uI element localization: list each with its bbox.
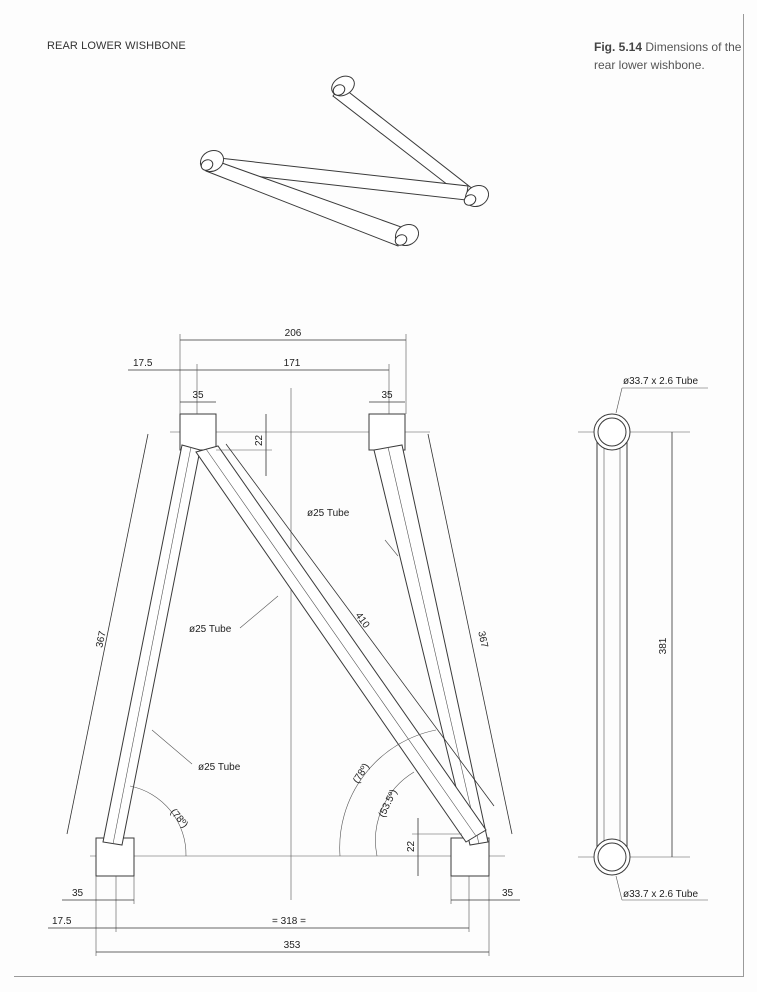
dim-text-bottom-right-35: 35: [502, 888, 514, 899]
dim-text-353: 353: [284, 940, 301, 951]
tube-label-2: ø25 Tube: [189, 624, 232, 635]
right-arm-inner-line: [387, 446, 480, 845]
side-tube-label-top: ø33.7 x 2.6 Tube: [623, 376, 698, 387]
leader-tube-1: [384, 539, 399, 557]
perspective-bush-right-hole: [463, 194, 477, 206]
perspective-bush-top-hole: [332, 84, 346, 96]
side-view: 381 ø33.7 x 2.6 Tube ø33.7 x 2.6 Tube: [578, 376, 708, 901]
side-tube-label-bottom: ø33.7 x 2.6 Tube: [623, 889, 698, 900]
leader-side-bottom: [615, 875, 623, 901]
bush-bottom-left: [95, 837, 135, 877]
figure-caption: Fig. 5.14 Dimensions of the rear lower w…: [594, 38, 744, 74]
angle-arc-right-inner: [375, 771, 415, 857]
angle-text-left: (78º): [168, 807, 190, 830]
perspective-bush-left-hole: [200, 159, 214, 171]
dim-text-bottom-17-5: 17.5: [52, 916, 72, 927]
dim-text-top-left-35: 35: [192, 390, 204, 401]
dim-text-171: 171: [284, 358, 301, 369]
dim-text-381: 381: [658, 637, 669, 654]
dim-text-206: 206: [285, 328, 302, 339]
tube-label-3: ø25 Tube: [198, 762, 241, 773]
dim-text-top-right-35: 35: [381, 390, 393, 401]
side-bush-top-inner: [597, 417, 627, 447]
plan-view: 206 171 17.5 35 35 22 367 367 410: [48, 328, 520, 956]
dim-text-left-367: 367: [94, 630, 108, 649]
section-title: REAR LOWER WISHBONE: [47, 40, 186, 52]
dim-text-top-22: 22: [254, 434, 265, 446]
angle-arc-right-outer: [339, 729, 437, 857]
left-arm-tube: [102, 444, 201, 846]
leader-tube-2: [239, 595, 279, 629]
dim-text-318: = 318 =: [272, 916, 306, 927]
angle-text-right-outer: (78º): [351, 762, 372, 786]
dim-text-top-17-5: 17.5: [133, 358, 153, 369]
angle-text-right-inner: (53.5º): [377, 788, 400, 820]
perspective-bush-bottom-hole: [394, 234, 408, 246]
tube-label-1: ø25 Tube: [307, 508, 350, 519]
dim-line-left-367: [66, 433, 149, 835]
leader-tube-3: [151, 729, 193, 765]
perspective-view: [199, 75, 490, 247]
dim-text-410: 410: [353, 611, 372, 631]
dim-line-410: [225, 443, 495, 807]
bush-top-left: [179, 413, 217, 451]
leader-side-top: [615, 387, 623, 414]
dim-text-right-367: 367: [475, 630, 489, 649]
right-arm-tube: [373, 444, 489, 846]
diagonal-inner-line: [205, 448, 477, 837]
page-frame: [14, 14, 744, 977]
figure-label: Fig. 5.14: [594, 40, 643, 54]
dim-text-bottom-left-35: 35: [72, 888, 84, 899]
side-bush-bottom-inner: [597, 842, 627, 872]
dim-text-bottom-22: 22: [406, 840, 417, 852]
diagonal-tube: [195, 445, 487, 843]
dim-line-right-367: [427, 433, 513, 835]
bush-top-right: [368, 413, 406, 451]
angle-arc-left: [129, 785, 187, 857]
left-arm-inner-line: [112, 446, 192, 845]
figure-caption-text: Dimensions of the rear lower wishbone.: [594, 40, 742, 72]
